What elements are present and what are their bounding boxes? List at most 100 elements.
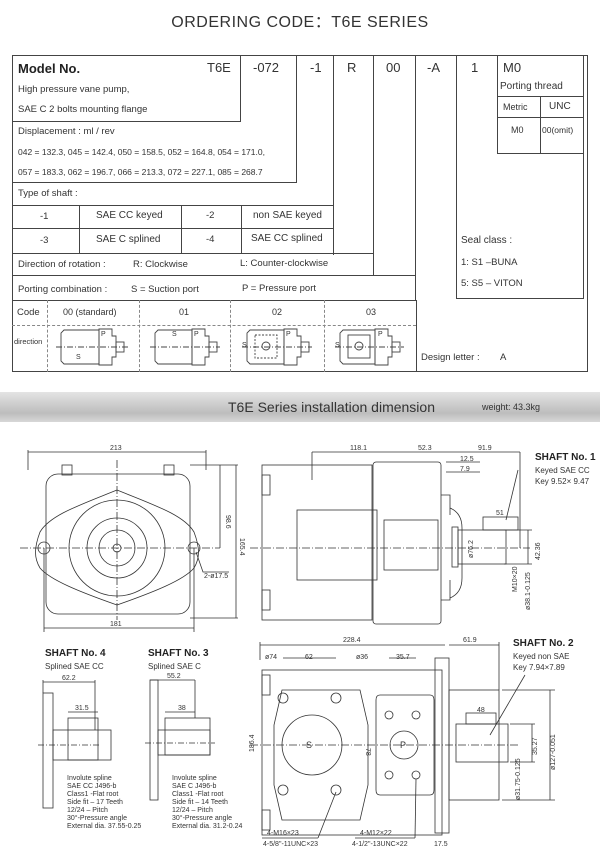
porting-pressure: P = Pressure port (242, 283, 317, 294)
shaft-4-title: SHAFT No. 4 (45, 648, 106, 659)
shaft-name-3: SAE C splined (96, 234, 161, 245)
shaft-code-2: -2 (206, 210, 215, 221)
displacement-label: Displacement : ml / rev (18, 126, 115, 137)
shaft-4-drawing (38, 680, 112, 809)
displacement-row-2: 057 = 183.3, 062 = 196.7, 066 = 213.3, 0… (18, 167, 263, 177)
seal-option-1: 1: S1 –BUNA (461, 257, 518, 268)
shaft-name-4: SAE CC splined (251, 233, 323, 244)
shaft-3-notes: Involute spline SAE C J496-b Class1 -Fla… (172, 775, 242, 831)
code-shaft: -1 (310, 60, 322, 75)
shaft-4-note: 30°-Pressure angle (67, 815, 127, 822)
rotation-label: Direction of rotation : (18, 259, 106, 270)
code-label: Code (17, 307, 40, 318)
design-letter-label: Design letter : (421, 352, 480, 363)
dim-side-d4: 12.5 (460, 456, 474, 463)
dim-side-d2: 52.3 (418, 445, 432, 452)
shaft-4-note: Class1 -Flat root (67, 791, 119, 798)
code-design: -A (427, 60, 440, 75)
code-series: T6E (207, 60, 231, 75)
shaft-1-line-1: Keyed SAE CC (535, 466, 590, 475)
shaft-3-subtitle: Splined SAE C (148, 662, 201, 671)
bolt-spec-1b: 4-5/8"-11UNC×23 (263, 841, 318, 848)
porting-suction: S = Suction port (131, 284, 199, 295)
code-displacement: -072 (253, 60, 280, 75)
shaft-3-note: Class1 -Flat root (172, 791, 224, 798)
code-porting: 00 (386, 60, 401, 75)
shaft-code-4: -4 (206, 234, 215, 245)
dim-rear-d7: 186.4 (249, 734, 256, 752)
code-seal: 1 (471, 60, 479, 75)
model-box (12, 55, 241, 122)
installation-drawings: 213 181 98.6 165.4 2-ø17.5 118.1 52.3 91… (20, 445, 557, 848)
porting-diagram-01 (150, 328, 220, 366)
metric-header: Metric (503, 102, 528, 112)
seal-class-label: Seal class : (461, 235, 513, 246)
shaft-4-note: Involute spline (67, 775, 112, 782)
direction-label: direction (14, 337, 43, 346)
port-p-02: P (286, 331, 291, 338)
shaft-name-2: non SAE keyed (253, 210, 322, 221)
rear-view-drawing (250, 642, 555, 839)
shaft-2-line-1: Keyed non SAE (513, 652, 570, 661)
shaft-3-note: SAE C J496-b (172, 783, 217, 790)
shaft-1-line-2: Key 9.52× 9.47 (535, 477, 590, 486)
dim-side-d1: 118.1 (350, 445, 367, 452)
porting-direction-diagrams: S P S P S P S P (56, 328, 404, 366)
dim-rear-d13: 17.5 (434, 841, 448, 848)
dim-front-width-bottom: 181 (110, 621, 122, 628)
page-title: ORDERING CODE：T6E SERIES (171, 14, 429, 31)
shaft-4-note: External dia. 37.55-0.25 (67, 823, 142, 830)
rotation-counter-clockwise: L: Counter-clockwise (240, 258, 329, 269)
dim-rear-d2: 61.9 (463, 637, 477, 644)
bolt-spec-2a: 4-M12×22 (360, 830, 392, 837)
shaft-4-note: Side fit – 17 Teeth (67, 799, 123, 806)
port-p-03: P (378, 331, 383, 338)
dim-shaft4-d2: 31.5 (75, 705, 89, 712)
model-label: Model No. (18, 61, 81, 76)
shaft-3-drawing (145, 679, 215, 801)
port-s-00: S (76, 354, 81, 361)
shaft-3-note: 30°-Pressure angle (172, 815, 232, 822)
side-view-drawing (250, 451, 532, 625)
shaft-3-note: Involute spline (172, 775, 217, 782)
dim-side-d3: 91.9 (478, 445, 492, 452)
metric-value: M0 (511, 125, 524, 135)
shaft-4-subtitle: Splined SAE CC (45, 662, 104, 671)
rear-port-p: P (400, 740, 406, 750)
dim-side-d8: 42.36 (535, 542, 542, 560)
installation-header-bar: T6E Series installation dimension weight… (0, 392, 600, 422)
dim-rear-d10: 35.27 (532, 737, 539, 755)
shaft-code-3: -3 (40, 235, 49, 246)
shaft-4-notes: Involute spline SAE CC J496-b Class1 -Fl… (67, 775, 141, 831)
code-rotation: R (347, 60, 357, 75)
dim-rear-d8: 78 (364, 748, 371, 756)
unc-header: UNC (549, 101, 571, 112)
porting-diagram-03 (335, 328, 404, 366)
dim-front-holes: 2-ø17.5 (204, 573, 228, 580)
shaft-4-note: SAE CC J496-b (67, 783, 117, 790)
shaft-name-1: SAE CC keyed (96, 210, 163, 221)
dim-side-d10: ø38.1-0.125 (525, 572, 532, 610)
shaft-3-note: External dia. 31.2-0.24 (172, 823, 243, 830)
dim-shaft4-d1: 62.2 (62, 675, 76, 682)
dim-rear-d1: 228.4 (343, 637, 361, 644)
dim-rear-d12: ø127-0.051 (550, 734, 557, 770)
dim-side-d6: 51 (496, 510, 504, 517)
code-01: 01 (179, 307, 190, 317)
porting-thread-label: Porting thread (500, 81, 563, 92)
dim-rear-d5: ø36 (356, 654, 368, 661)
description-line-1: High pressure vane pump, (18, 84, 130, 95)
shaft-4-note: 12/24 – Pitch (67, 807, 108, 814)
shaft-2-title: SHAFT No. 2 (513, 638, 574, 649)
dim-rear-d4: 62 (305, 654, 313, 661)
shaft-2-line-2: Key 7.94×7.89 (513, 663, 565, 672)
port-s-03: S (335, 342, 340, 349)
shaft-label: Type of shaft : (18, 188, 78, 199)
dim-front-h2: 165.4 (238, 538, 245, 556)
port-s-02: S (242, 342, 247, 349)
dim-rear-d11: ø31.75-0.125 (515, 758, 522, 800)
dim-front-width-top: 213 (110, 445, 122, 452)
port-s-01: S (172, 331, 177, 338)
table-border (12, 55, 588, 372)
porting-label: Porting combination : (18, 284, 108, 295)
